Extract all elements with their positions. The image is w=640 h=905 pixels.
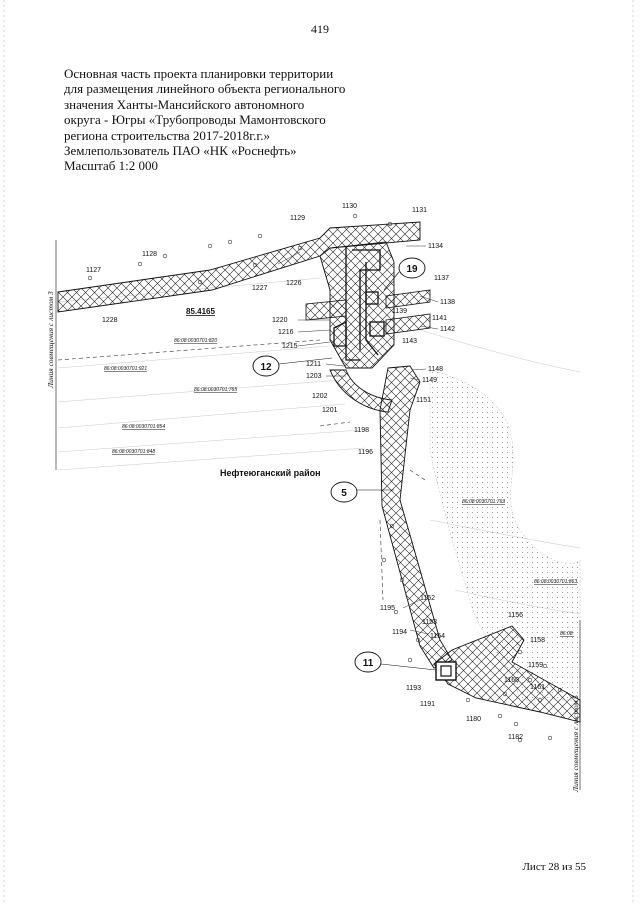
point-label: 1220 (272, 317, 288, 324)
point-label: 1180 (466, 716, 481, 723)
terrain-area (429, 369, 581, 701)
point-label: 1227 (252, 285, 268, 292)
point-label: 1130 (342, 203, 357, 210)
point-label: 1151 (416, 397, 431, 404)
point-label: 1153 (422, 619, 437, 626)
point-label: 1182 (508, 734, 523, 741)
point-label: 1152 (420, 595, 435, 602)
page-number: 419 (311, 22, 329, 36)
point-label: 1194 (392, 629, 407, 636)
point-label: 1131 (412, 207, 427, 214)
point-label: 1195 (380, 605, 395, 612)
pipeline-corridor-west (57, 221, 421, 313)
point-label: 1154 (430, 633, 445, 640)
document-header: Основная часть проекта планировки террит… (64, 66, 364, 174)
survey-lines (57, 339, 426, 601)
point-label: 1141 (432, 315, 447, 322)
header-line: Землепользователь ПАО «НК «Роснефть» (64, 143, 297, 159)
point-label: 1159 (528, 662, 543, 669)
reference-marker-19: 19 (383, 257, 426, 291)
facility-node-11-inner (440, 665, 452, 677)
land-lot-label: 85.4165 (186, 307, 215, 316)
point-label: 1137 (434, 275, 449, 282)
point-label: 1161 (530, 684, 545, 691)
point-label: 1211 (306, 361, 321, 368)
point-label: 1128 (142, 251, 157, 258)
cadastral-label: 86:08:0030701:863 (534, 579, 577, 585)
header-line: значения Ханты-Мансийского автономного (64, 96, 305, 112)
point-label: 1201 (322, 407, 338, 414)
point-label: 1203 (306, 373, 322, 380)
cadastral-label: 86:08:0030701:765 (194, 387, 237, 393)
header-line: округа - Югры «Трубопроводы Мамонтовског… (64, 112, 326, 128)
header-line: для размещения линейного объекта региона… (64, 81, 346, 97)
point-label: 1158 (530, 637, 545, 644)
facility-node-11 (435, 661, 457, 681)
point-label: 1148 (428, 366, 443, 373)
reference-marker-label: 12 (260, 362, 272, 373)
match-line-right-label: Линия совмещения с листом 5 (571, 695, 580, 793)
cadastral-label: 86:08:0030701:820 (174, 338, 217, 344)
cadastral-label: 86:08:0030701:769 (462, 499, 505, 505)
point-labels: 1127 1128 1129 1130 1131 1134 1137 1138 … (86, 203, 545, 741)
reference-marker-label: 5 (341, 488, 347, 499)
point-label: 1156 (508, 612, 523, 619)
point-label: 1129 (290, 215, 305, 222)
match-line-left-label: Линия совмещения с листом 3 (46, 291, 55, 389)
point-label: 1149 (422, 377, 437, 384)
point-label: 1196 (358, 449, 373, 456)
point-label: 1216 (278, 329, 294, 336)
point-label: 1138 (440, 299, 455, 306)
point-label: 1139 (392, 308, 407, 315)
map-scale: Масштаб 1:2 000 (64, 158, 158, 174)
point-label: 1143 (402, 338, 417, 345)
pipeline-branch-west (305, 299, 347, 321)
pipeline-branch-east-lower (385, 313, 431, 335)
pipeline-branch-east (385, 289, 431, 309)
point-label: 1160 (504, 677, 519, 684)
point-label: 1134 (428, 243, 443, 250)
header-line: Основная часть проекта планировки террит… (64, 66, 334, 81)
point-label: 1127 (86, 267, 101, 274)
survey-markers (87, 213, 563, 743)
point-label: 1191 (420, 701, 435, 708)
reference-marker-11: 11 (354, 651, 437, 673)
cadastral-label: 86:08:0030701:921 (104, 366, 147, 372)
header-line: региона строительства 2017-2018г.г.» (64, 127, 270, 143)
reference-marker-12: 12 (252, 355, 333, 377)
cadastral-label: 86:08:0030701:848 (112, 449, 155, 455)
point-label: 1142 (440, 326, 455, 333)
point-label: 1198 (354, 427, 369, 434)
point-label: 1202 (312, 393, 328, 400)
reference-marker-label: 11 (363, 658, 374, 669)
label-leaders (277, 245, 439, 635)
facility-internal-lines (333, 246, 385, 361)
district-label: Нефтеюганский район (220, 468, 321, 478)
point-label: 1215 (282, 343, 298, 350)
reference-marker-5: 5 (330, 481, 394, 503)
point-label: 1193 (406, 685, 421, 692)
point-label: 1228 (102, 317, 118, 324)
point-label: 1226 (286, 280, 302, 287)
cadastral-label: 86:08: (560, 631, 575, 637)
sheet-number: Лист 28 из 55 (522, 861, 586, 873)
reference-marker-label: 19 (406, 264, 418, 275)
cadastral-label: 86:08:0030701:854 (122, 424, 165, 430)
